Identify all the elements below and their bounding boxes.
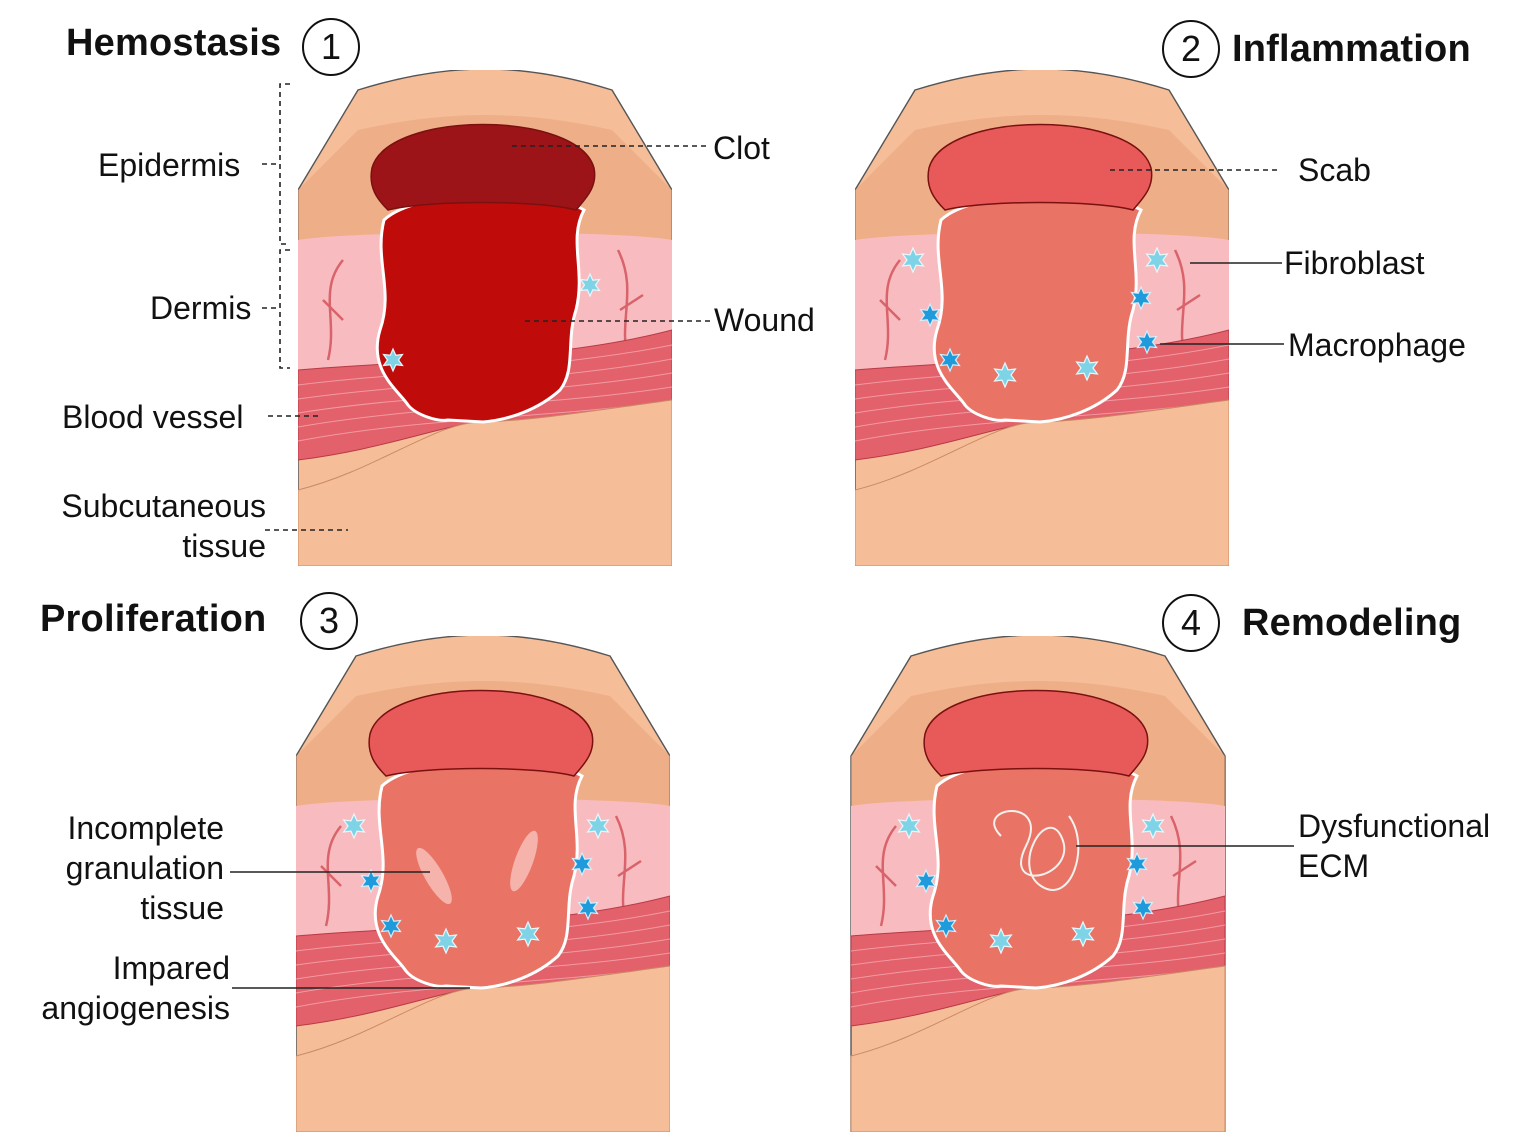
macrophage-cell: [1130, 285, 1152, 311]
label-scab: Scab: [1298, 152, 1371, 188]
label-incomplete-line3: tissue: [140, 890, 224, 926]
fibroblast-cell: [434, 927, 458, 955]
macrophage-cell: [571, 851, 593, 877]
label-dermis: Dermis: [150, 290, 252, 326]
label-incomplete-line2: granulation: [65, 850, 224, 886]
fibroblast-cell: [579, 272, 601, 298]
cells: [901, 246, 1169, 389]
title-proliferation: Proliferation: [40, 598, 267, 640]
scab: [927, 123, 1153, 211]
macrophage-cell: [915, 868, 937, 894]
title-inflammation: Inflammation: [1232, 28, 1471, 70]
scab: [923, 689, 1149, 777]
fibroblast-cell: [586, 812, 610, 840]
scab: [368, 689, 594, 777]
label-incomplete-line1: Incomplete: [67, 810, 224, 846]
label-impared-line2: angiogenesis: [41, 990, 230, 1026]
fibroblast-cell: [1075, 354, 1099, 382]
granulation-tissue: [416, 847, 452, 905]
macrophage-cell: [939, 347, 961, 373]
label-subcutaneous-line2: tissue: [182, 528, 266, 564]
macrophage-cell: [1136, 329, 1158, 355]
label-subcutaneous: Subcutaneous tissue: [30, 486, 266, 566]
fibroblast-cell: [989, 927, 1013, 955]
dermal-blood-vessels: [875, 815, 1197, 927]
macrophage-cell: [360, 868, 382, 894]
fibroblast-cell: [342, 812, 366, 840]
label-epidermis: Epidermis: [98, 147, 241, 183]
fibroblast-cell: [382, 347, 404, 373]
label-dysfunctional-line2: ECM: [1298, 848, 1370, 884]
label-subcutaneous-line1: Subcutaneous: [61, 488, 266, 524]
panel-inflammation-illustration: [855, 70, 1229, 566]
label-macrophage: Macrophage: [1288, 327, 1466, 363]
fibroblast-cell: [1071, 920, 1095, 948]
macrophage-cell: [577, 895, 599, 921]
ecm-fibers: [993, 810, 1080, 891]
label-dysfunctional-line1: Dysfunctional: [1298, 808, 1491, 844]
granulation-tissue: [510, 830, 538, 892]
label-dysfunctional-ecm: Dysfunctional ECM: [1298, 806, 1490, 886]
fibroblast-cell: [1145, 246, 1169, 274]
fibroblast-cell: [901, 246, 925, 274]
dermal-blood-vessels: [879, 249, 1201, 361]
macrophage-cell: [919, 302, 941, 328]
label-incomplete-granulation: Incomplete granulation tissue: [20, 808, 224, 928]
label-wound: Wound: [714, 302, 815, 338]
title-hemostasis: Hemostasis: [66, 22, 282, 64]
fibroblast-cell: [516, 920, 540, 948]
macrophage-cell: [380, 913, 402, 939]
fibroblast-cell: [897, 812, 921, 840]
label-fibroblast: Fibroblast: [1284, 245, 1425, 281]
number-badge-3: 3: [300, 592, 358, 650]
label-impared-angiogenesis: Impared angiogenesis: [10, 948, 230, 1028]
label-blood-vessel: Blood vessel: [62, 399, 244, 435]
macrophage-cell: [1132, 895, 1154, 921]
panel-remodeling-illustration: [850, 636, 1226, 1132]
title-remodeling: Remodeling: [1242, 602, 1462, 644]
dermis-bracket: [279, 249, 290, 369]
fibroblast-cell: [993, 361, 1017, 389]
clot: [370, 123, 596, 211]
number-badge-4: 4: [1162, 594, 1220, 652]
epidermis-bracket: [279, 83, 290, 245]
cells: [897, 812, 1165, 955]
label-impared-line1: Impared: [112, 950, 230, 986]
number-badge-1: 1: [302, 18, 360, 76]
panel-hemostasis-illustration: [298, 70, 672, 566]
cells: [342, 812, 610, 955]
label-clot: Clot: [713, 130, 770, 166]
cells: [382, 272, 601, 373]
fibroblast-cell: [1141, 812, 1165, 840]
macrophage-cell: [935, 913, 957, 939]
macrophage-cell: [1126, 851, 1148, 877]
number-badge-2: 2: [1162, 20, 1220, 78]
panel-proliferation-illustration: [296, 636, 670, 1132]
